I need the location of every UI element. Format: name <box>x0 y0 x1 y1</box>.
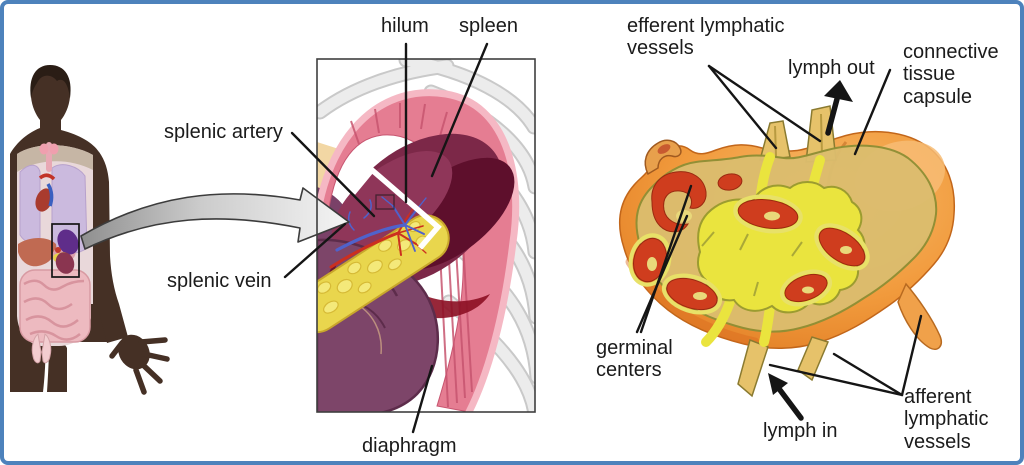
zoom-arrow <box>80 187 350 250</box>
afferent-line-3 <box>768 363 904 397</box>
lymph-node <box>618 105 956 398</box>
leader-lines <box>283 42 923 434</box>
kidney-small <box>55 252 75 274</box>
spleen-region-small <box>53 229 79 274</box>
splenic-vein-line <box>283 222 347 279</box>
spleen-line <box>430 42 489 178</box>
label-germinal-centers: germinal centers <box>596 337 673 382</box>
capsule-line <box>853 68 892 156</box>
human-body-figure <box>10 65 170 395</box>
efferent-line-2 <box>707 64 822 143</box>
flow-arrows <box>768 80 853 421</box>
node-horn <box>644 139 682 176</box>
hand <box>109 334 170 395</box>
spleen-small <box>57 229 79 255</box>
liver <box>18 238 57 267</box>
hair <box>30 65 71 98</box>
spleen-panel-border <box>316 58 536 413</box>
diaphragm-line <box>411 364 434 434</box>
arm <box>93 152 128 343</box>
label-efferent-lymphatic-vessels: efferent lymphatic vessels <box>627 15 785 60</box>
diagram-artwork <box>10 42 956 434</box>
label-spleen: spleen <box>459 15 518 37</box>
organ-overlay <box>17 142 93 364</box>
heart-vessels <box>35 188 53 212</box>
label-lymph-out: lymph out <box>788 57 875 79</box>
afferent-line-1 <box>900 314 923 397</box>
pelvis <box>31 333 52 364</box>
lymph-in-arrow <box>777 387 804 421</box>
afferent-line-2 <box>832 352 904 397</box>
thyroid <box>49 143 59 155</box>
thyroid <box>39 143 49 155</box>
hilum-box <box>375 194 395 210</box>
label-splenic-vein: splenic vein <box>167 270 272 292</box>
splenic-artery-line <box>290 131 376 218</box>
efferent-line-1 <box>707 64 778 150</box>
label-diaphragm: diaphragm <box>362 435 457 457</box>
label-connective-tissue-capsule: connective tissue capsule <box>903 41 999 108</box>
label-afferent-lymphatic-vessels: afferent lymphatic vessels <box>904 386 989 453</box>
label-splenic-artery: splenic artery <box>164 121 283 143</box>
germinal-line-2 <box>635 214 689 334</box>
head <box>30 68 71 130</box>
label-lymph-in: lymph in <box>763 420 838 442</box>
pancreas-organ <box>317 214 450 334</box>
label-hilum: hilum <box>381 15 429 37</box>
germinal-line-1 <box>639 184 693 334</box>
lymph-out-arrow <box>825 96 840 136</box>
spleen-panel <box>317 59 535 412</box>
leg-left <box>47 342 67 392</box>
zoom-source-box <box>51 223 80 278</box>
